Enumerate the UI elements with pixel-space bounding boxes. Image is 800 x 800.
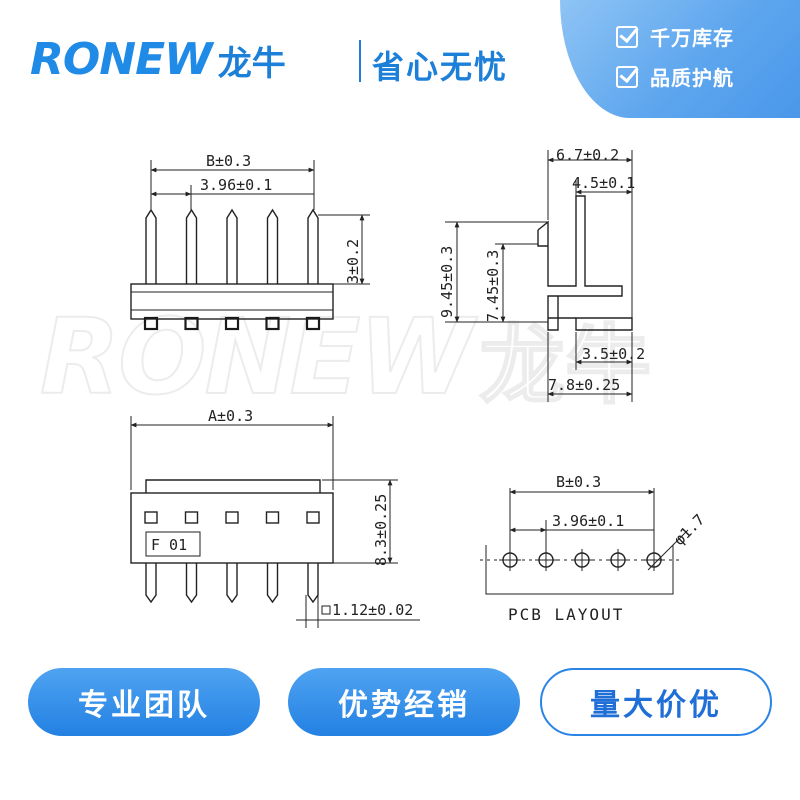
pcb-outline xyxy=(485,545,674,595)
square-pin-symbol xyxy=(321,605,331,615)
front-view-pin xyxy=(226,563,238,604)
promise-item-stock: 千万库存 xyxy=(616,22,734,51)
front-view-window xyxy=(225,511,239,524)
dim-top-width: B±0.3 xyxy=(206,152,251,170)
front-view-window xyxy=(306,511,320,524)
front-view-pin xyxy=(307,563,319,604)
top-view-pin xyxy=(226,208,238,284)
front-view-window xyxy=(265,511,280,524)
top-view-pin xyxy=(266,208,279,284)
top-view-pad xyxy=(305,316,321,331)
badge-distribution: 优势经销 xyxy=(288,668,520,736)
dim-front-width: A±0.3 xyxy=(208,407,253,425)
top-view-pin xyxy=(307,208,319,284)
front-view-housing-top xyxy=(145,479,321,493)
ronew-logo: RONEW 龙牛 xyxy=(30,34,286,86)
front-view: F 01 A±0.3 8.3±0.25 1.12±0.02 xyxy=(130,407,420,628)
top-view-pin xyxy=(185,208,198,284)
dim-pcb-width: B±0.3 xyxy=(556,473,601,491)
dim-side-total-height: 9.45±0.3 xyxy=(438,246,456,318)
top-view: B±0.3 3.96±0.1 3±0.2 xyxy=(130,152,370,331)
side-view-latch xyxy=(537,230,548,247)
top-view-pad xyxy=(265,316,280,331)
top-view-pin xyxy=(145,208,157,284)
pcb-holes xyxy=(499,549,665,571)
top-view-pads xyxy=(143,316,321,331)
front-view-housing xyxy=(130,492,334,564)
top-view-pad xyxy=(143,316,159,331)
side-view-pin xyxy=(575,317,633,331)
promise-panel: 千万库存 品质护航 xyxy=(560,0,800,118)
front-view-window xyxy=(144,511,158,524)
logo-word-blue: RONEW xyxy=(30,34,213,85)
dim-top-height: 3±0.2 xyxy=(344,239,362,284)
brand-slogan: 省心无忧 xyxy=(372,48,509,86)
leader-line xyxy=(647,529,689,571)
check-icon xyxy=(616,65,638,88)
dim-side-body-height: 7.45±0.3 xyxy=(484,250,502,322)
pcb-layout: B±0.3 3.96±0.1 φ1.7 PCB LAYOUT xyxy=(480,473,708,624)
front-view-windows xyxy=(144,511,320,524)
promise-item-quality: 品质护航 xyxy=(616,62,734,91)
front-view-pin xyxy=(266,563,279,604)
top-view-pins xyxy=(145,208,319,284)
header-divider xyxy=(359,40,361,82)
top-view-pad xyxy=(224,316,240,331)
dim-pcb-pitch: 3.96±0.1 xyxy=(552,512,624,530)
feature-badges: 专业团队 优势经销 量大价优 xyxy=(0,668,800,738)
front-view-window xyxy=(184,511,199,524)
dim-side-base: 7.8±0.25 xyxy=(548,376,620,394)
badge-volume-price: 量大价优 xyxy=(540,668,772,736)
dim-side-depth: 6.7±0.2 xyxy=(556,146,619,164)
promise-label: 品质护航 xyxy=(650,66,734,90)
dim-pcb-hole: φ1.7 xyxy=(670,511,708,549)
top-view-housing xyxy=(130,283,334,320)
top-view-pad xyxy=(184,316,199,331)
side-view-body xyxy=(537,195,623,331)
brand-header: RONEW 龙牛 省心无忧 千万库存 品质护航 xyxy=(0,0,800,118)
part-marking-box xyxy=(145,531,201,557)
pcb-caption: PCB LAYOUT xyxy=(508,605,624,624)
promise-label: 千万库存 xyxy=(650,26,734,50)
dim-side-pin-length: 3.5±0.2 xyxy=(582,345,645,363)
dim-side-pin-offset: 4.5±0.1 xyxy=(572,174,635,192)
side-view: 6.7±0.2 4.5±0.1 9.45±0.3 7.45±0.3 3.5±0.… xyxy=(438,146,645,402)
logo-chinese-name: 龙牛 xyxy=(217,43,286,84)
logo-wordmark: RONEW xyxy=(30,38,213,82)
dim-front-pin: 1.12±0.02 xyxy=(332,601,413,619)
front-view-pin xyxy=(185,563,198,604)
part-marking: F 01 xyxy=(151,536,187,554)
front-view-pins xyxy=(145,563,319,604)
dim-front-height: 8.3±0.25 xyxy=(372,494,390,566)
dim-top-pitch: 3.96±0.1 xyxy=(200,176,272,194)
check-icon xyxy=(616,25,638,48)
front-view-pin xyxy=(145,563,157,604)
badge-professional-team: 专业团队 xyxy=(28,668,260,736)
